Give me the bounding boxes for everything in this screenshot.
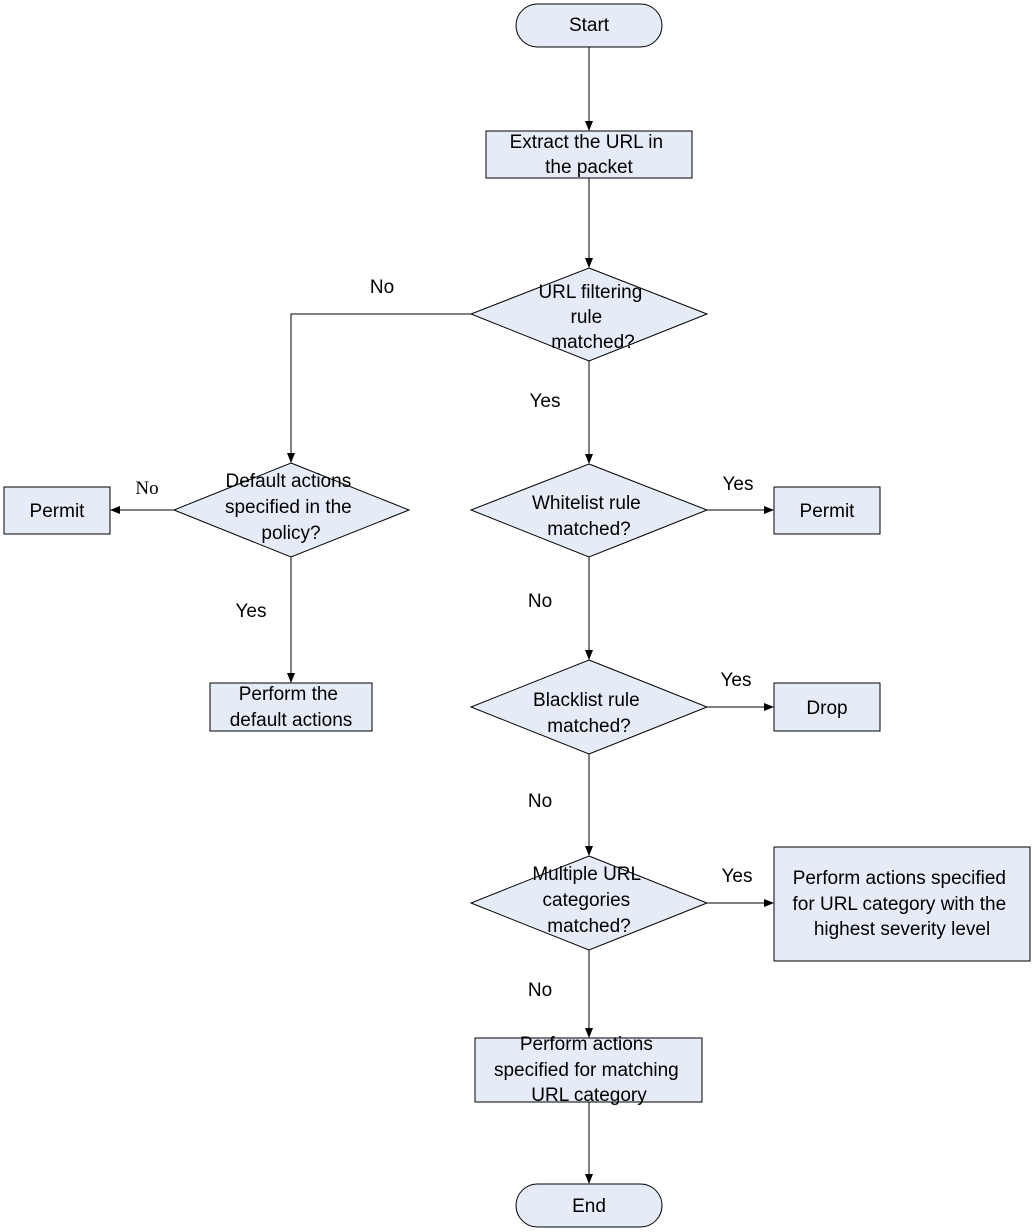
default-actions-label: Default actions specified in the policy?	[225, 471, 357, 544]
end-node: End	[515, 1183, 663, 1228]
default-actions-decision: Default actions specified in the policy?	[172, 462, 411, 558]
extract-url-label: Extract the URL in the packet	[510, 132, 669, 178]
drop-label: Drop	[806, 698, 847, 719]
perform-default-label: Perform the default actions	[230, 684, 353, 731]
edge-urlrule-default	[287, 313, 471, 463]
whitelist-label: Whitelist rule matched?	[532, 493, 646, 540]
perform-default-box: Perform the default actions	[209, 682, 373, 732]
whitelist-no-label: No	[528, 591, 552, 612]
start-node: Start	[515, 3, 663, 48]
default-yes-label: Yes	[236, 601, 267, 622]
end-label: End	[572, 1196, 606, 1217]
whitelist-decision: Whitelist rule matched?	[469, 463, 709, 558]
connectors	[110, 47, 774, 1184]
blacklist-no-label: No	[528, 791, 552, 812]
default-no-label: No	[135, 478, 158, 499]
url-rule-decision: URL filtering rule matched?	[469, 267, 709, 362]
permit-left-label: Permit	[30, 501, 86, 522]
matching-category-label: Perform actions specified for matching U…	[494, 1034, 684, 1106]
blacklist-yes-label: Yes	[721, 670, 752, 691]
multiple-no-label: No	[528, 980, 552, 1001]
drop-box: Drop	[773, 682, 881, 732]
highest-severity-label: Perform actions specified for URL catego…	[793, 868, 1012, 940]
permit-right-box: Permit	[773, 486, 881, 535]
multiple-yes-label: Yes	[722, 866, 753, 887]
url-rule-label: URL filtering rule matched?	[538, 282, 647, 353]
matching-category-box: Perform actions specified for matching U…	[474, 1034, 703, 1106]
blacklist-label: Blacklist rule matched?	[533, 690, 645, 737]
url-rule-yes-label: Yes	[530, 391, 561, 412]
url-rule-no-label: No	[370, 277, 394, 298]
start-label: Start	[569, 15, 610, 36]
permit-left-box: Permit	[3, 486, 111, 535]
extract-url-box: Extract the URL in the packet	[485, 130, 693, 179]
highest-severity-box: Perform actions specified for URL catego…	[773, 846, 1031, 962]
whitelist-yes-label: Yes	[723, 474, 754, 495]
multiple-categories-decision: Multiple URL categories matched?	[469, 855, 709, 951]
blacklist-decision: Blacklist rule matched?	[469, 659, 709, 755]
edge-labels: No Yes No Yes Yes No Yes No Yes No	[135, 277, 753, 1001]
multiple-categories-label: Multiple URL categories matched?	[532, 864, 645, 937]
permit-right-label: Permit	[800, 501, 856, 522]
